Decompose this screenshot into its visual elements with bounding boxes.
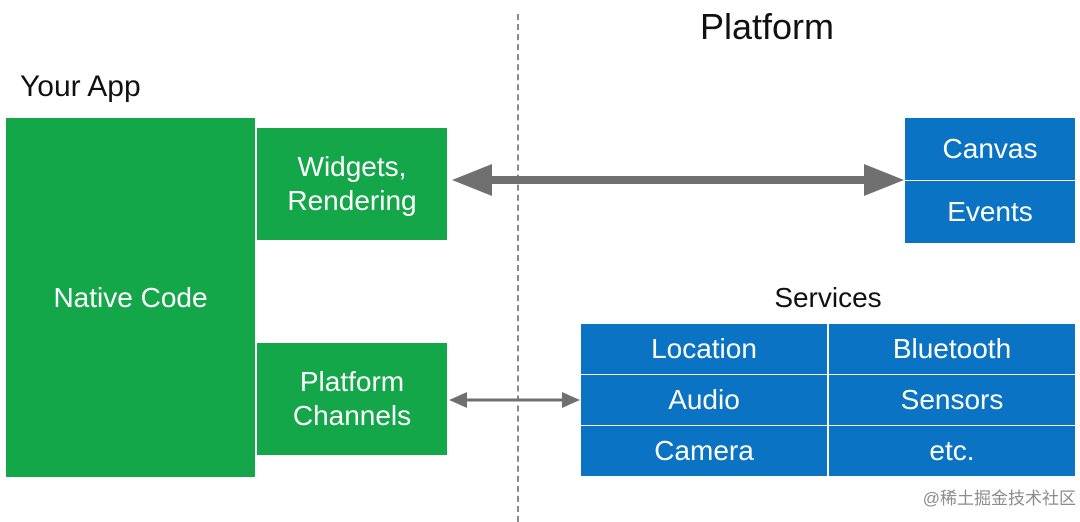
service-bluetooth: Bluetooth bbox=[829, 324, 1075, 374]
platform-label: Platform bbox=[299, 366, 405, 398]
channels-services-arrow bbox=[449, 392, 580, 408]
channels-label: Channels bbox=[292, 400, 412, 431]
service-location: Location bbox=[581, 324, 827, 374]
widgets-rendering-box: Widgets, Rendering bbox=[257, 128, 447, 240]
widgets-label: Widgets, bbox=[297, 151, 407, 183]
sensors-label: Sensors bbox=[900, 384, 1004, 415]
platform-channels-box: Platform Channels bbox=[257, 343, 447, 455]
native-code-label: Native Code bbox=[53, 281, 208, 313]
app-platform-divider bbox=[517, 14, 519, 522]
service-etc: etc. bbox=[829, 426, 1075, 476]
services-title: Services bbox=[774, 282, 882, 313]
rendering-label: Rendering bbox=[287, 185, 417, 216]
platform-title: Platform bbox=[700, 6, 835, 47]
events-box: Events bbox=[905, 181, 1075, 243]
service-sensors: Sensors bbox=[829, 375, 1075, 425]
location-label: Location bbox=[651, 333, 757, 364]
etc-label: etc. bbox=[929, 435, 975, 466]
service-camera: Camera bbox=[581, 426, 827, 476]
audio-label: Audio bbox=[668, 384, 740, 415]
native-code-box: Native Code bbox=[6, 118, 255, 477]
canvas-box: Canvas bbox=[905, 118, 1075, 180]
widgets-canvas-arrow bbox=[452, 164, 904, 196]
bluetooth-label: Bluetooth bbox=[892, 333, 1012, 364]
service-audio: Audio bbox=[581, 375, 827, 425]
camera-label: Camera bbox=[654, 435, 754, 466]
your-app-title: Your App bbox=[20, 70, 141, 103]
services-grid: Location Bluetooth Audio Sensors Camera … bbox=[581, 324, 1075, 476]
events-label: Events bbox=[947, 196, 1033, 227]
watermark-text: @稀土掘金技术社区 bbox=[922, 489, 1076, 508]
canvas-label: Canvas bbox=[942, 133, 1038, 164]
